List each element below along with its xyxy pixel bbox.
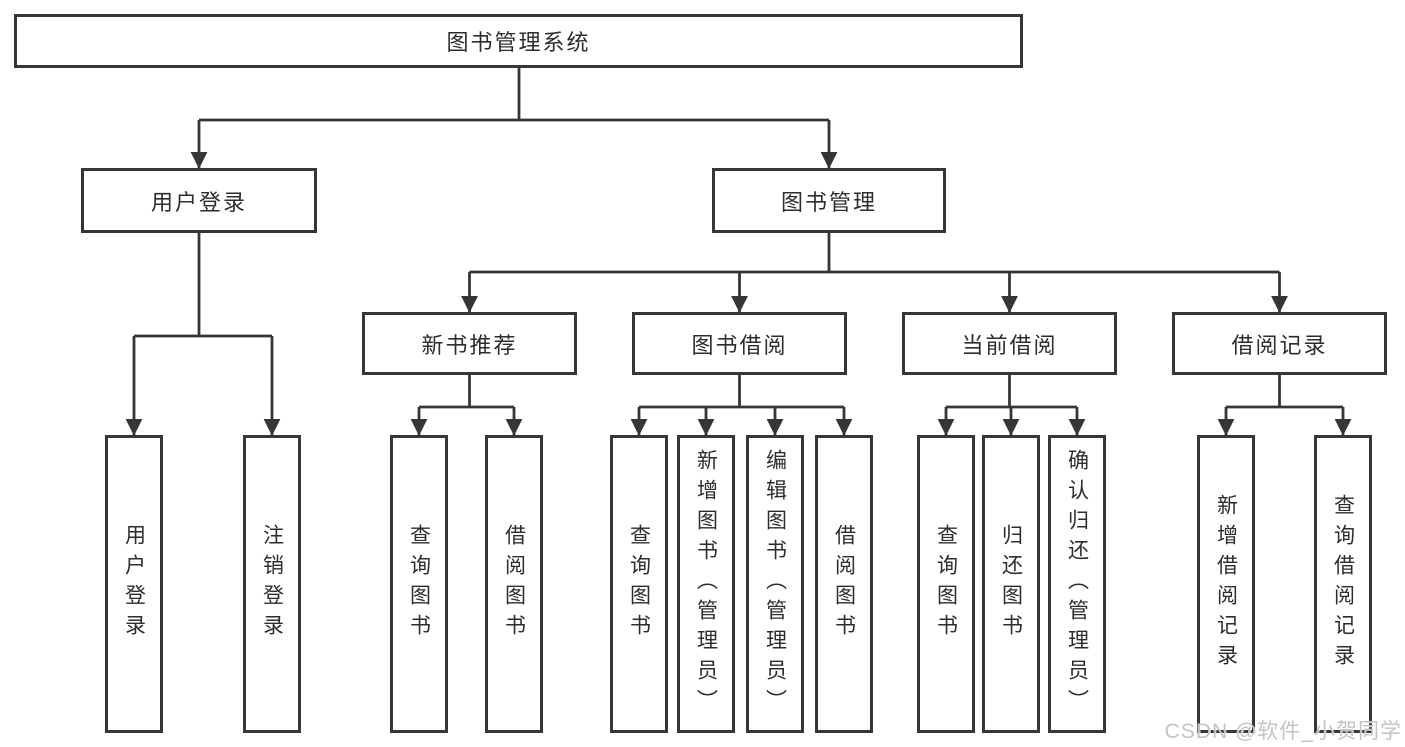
node-book-borrowing: 图书借阅 — [632, 312, 847, 375]
leaf-node: 查询图书 — [390, 435, 448, 733]
connector-book-management-branch — [469, 233, 1280, 274]
leaf-node-label: 查询图书 — [627, 524, 651, 644]
leaf-node-label: 查询借阅记录 — [1331, 494, 1355, 674]
leaf-node: 查询借阅记录 — [1314, 435, 1372, 733]
leaf-node: 归还图书 — [982, 435, 1040, 733]
leaf-node-label: 用户登录 — [122, 524, 146, 644]
leaf-node: 注销登录 — [243, 435, 301, 733]
leaf-node: 编辑图书（管理员） — [746, 435, 804, 733]
leaf-node-label: 注销登录 — [260, 524, 284, 644]
node-book-borrowing-label: 图书借阅 — [691, 332, 788, 358]
connector-user-login-branch — [134, 233, 272, 338]
connector-new-book-branch — [419, 375, 514, 409]
node-root-label: 图书管理系统 — [446, 30, 591, 55]
node-user-login: 用户登录 — [81, 168, 317, 233]
leaf-node-label: 查询图书 — [934, 524, 958, 644]
leaf-node-label: 查询图书 — [407, 524, 431, 644]
leaf-node: 借阅图书 — [815, 435, 873, 733]
leaf-node: 查询图书 — [610, 435, 668, 733]
leaf-node: 借阅图书 — [485, 435, 543, 733]
node-new-book-recommendation: 新书推荐 — [362, 312, 577, 375]
leaf-node: 查询图书 — [917, 435, 975, 733]
node-borrowing-records-label: 借阅记录 — [1231, 332, 1328, 358]
node-current-borrowing-label: 当前借阅 — [961, 332, 1058, 358]
connector-borrowing-records-branch — [1226, 375, 1343, 409]
connector-root-branch — [199, 68, 829, 122]
node-borrowing-records: 借阅记录 — [1172, 312, 1387, 375]
leaf-node-label: 归还图书 — [999, 524, 1023, 644]
connector-book-borrowing-branch — [639, 375, 844, 409]
leaf-node: 确认归还（管理员） — [1048, 435, 1106, 733]
node-new-book-recommendation-label: 新书推荐 — [421, 332, 518, 358]
csdn-watermark: CSDN @软件_小贺同学 — [1164, 720, 1402, 743]
leaf-node: 新增图书（管理员） — [677, 435, 735, 733]
leaf-node-label: 编辑图书（管理员） — [763, 449, 787, 719]
leaf-node-label: 新增借阅记录 — [1214, 494, 1238, 674]
leaf-node: 新增借阅记录 — [1197, 435, 1255, 733]
node-current-borrowing: 当前借阅 — [902, 312, 1117, 375]
connector-current-borrowing-branch — [946, 375, 1077, 409]
node-book-management-label: 图书管理 — [780, 189, 877, 215]
leaf-node: 用户登录 — [105, 435, 163, 733]
leaf-node-label: 确认归还（管理员） — [1065, 449, 1089, 719]
leaf-node-label: 借阅图书 — [502, 524, 526, 644]
leaf-node-label: 新增图书（管理员） — [694, 449, 718, 719]
node-user-login-label: 用户登录 — [150, 189, 247, 215]
leaf-node-label: 借阅图书 — [832, 524, 856, 644]
node-book-management: 图书管理 — [712, 168, 946, 233]
node-root: 图书管理系统 — [14, 14, 1023, 68]
